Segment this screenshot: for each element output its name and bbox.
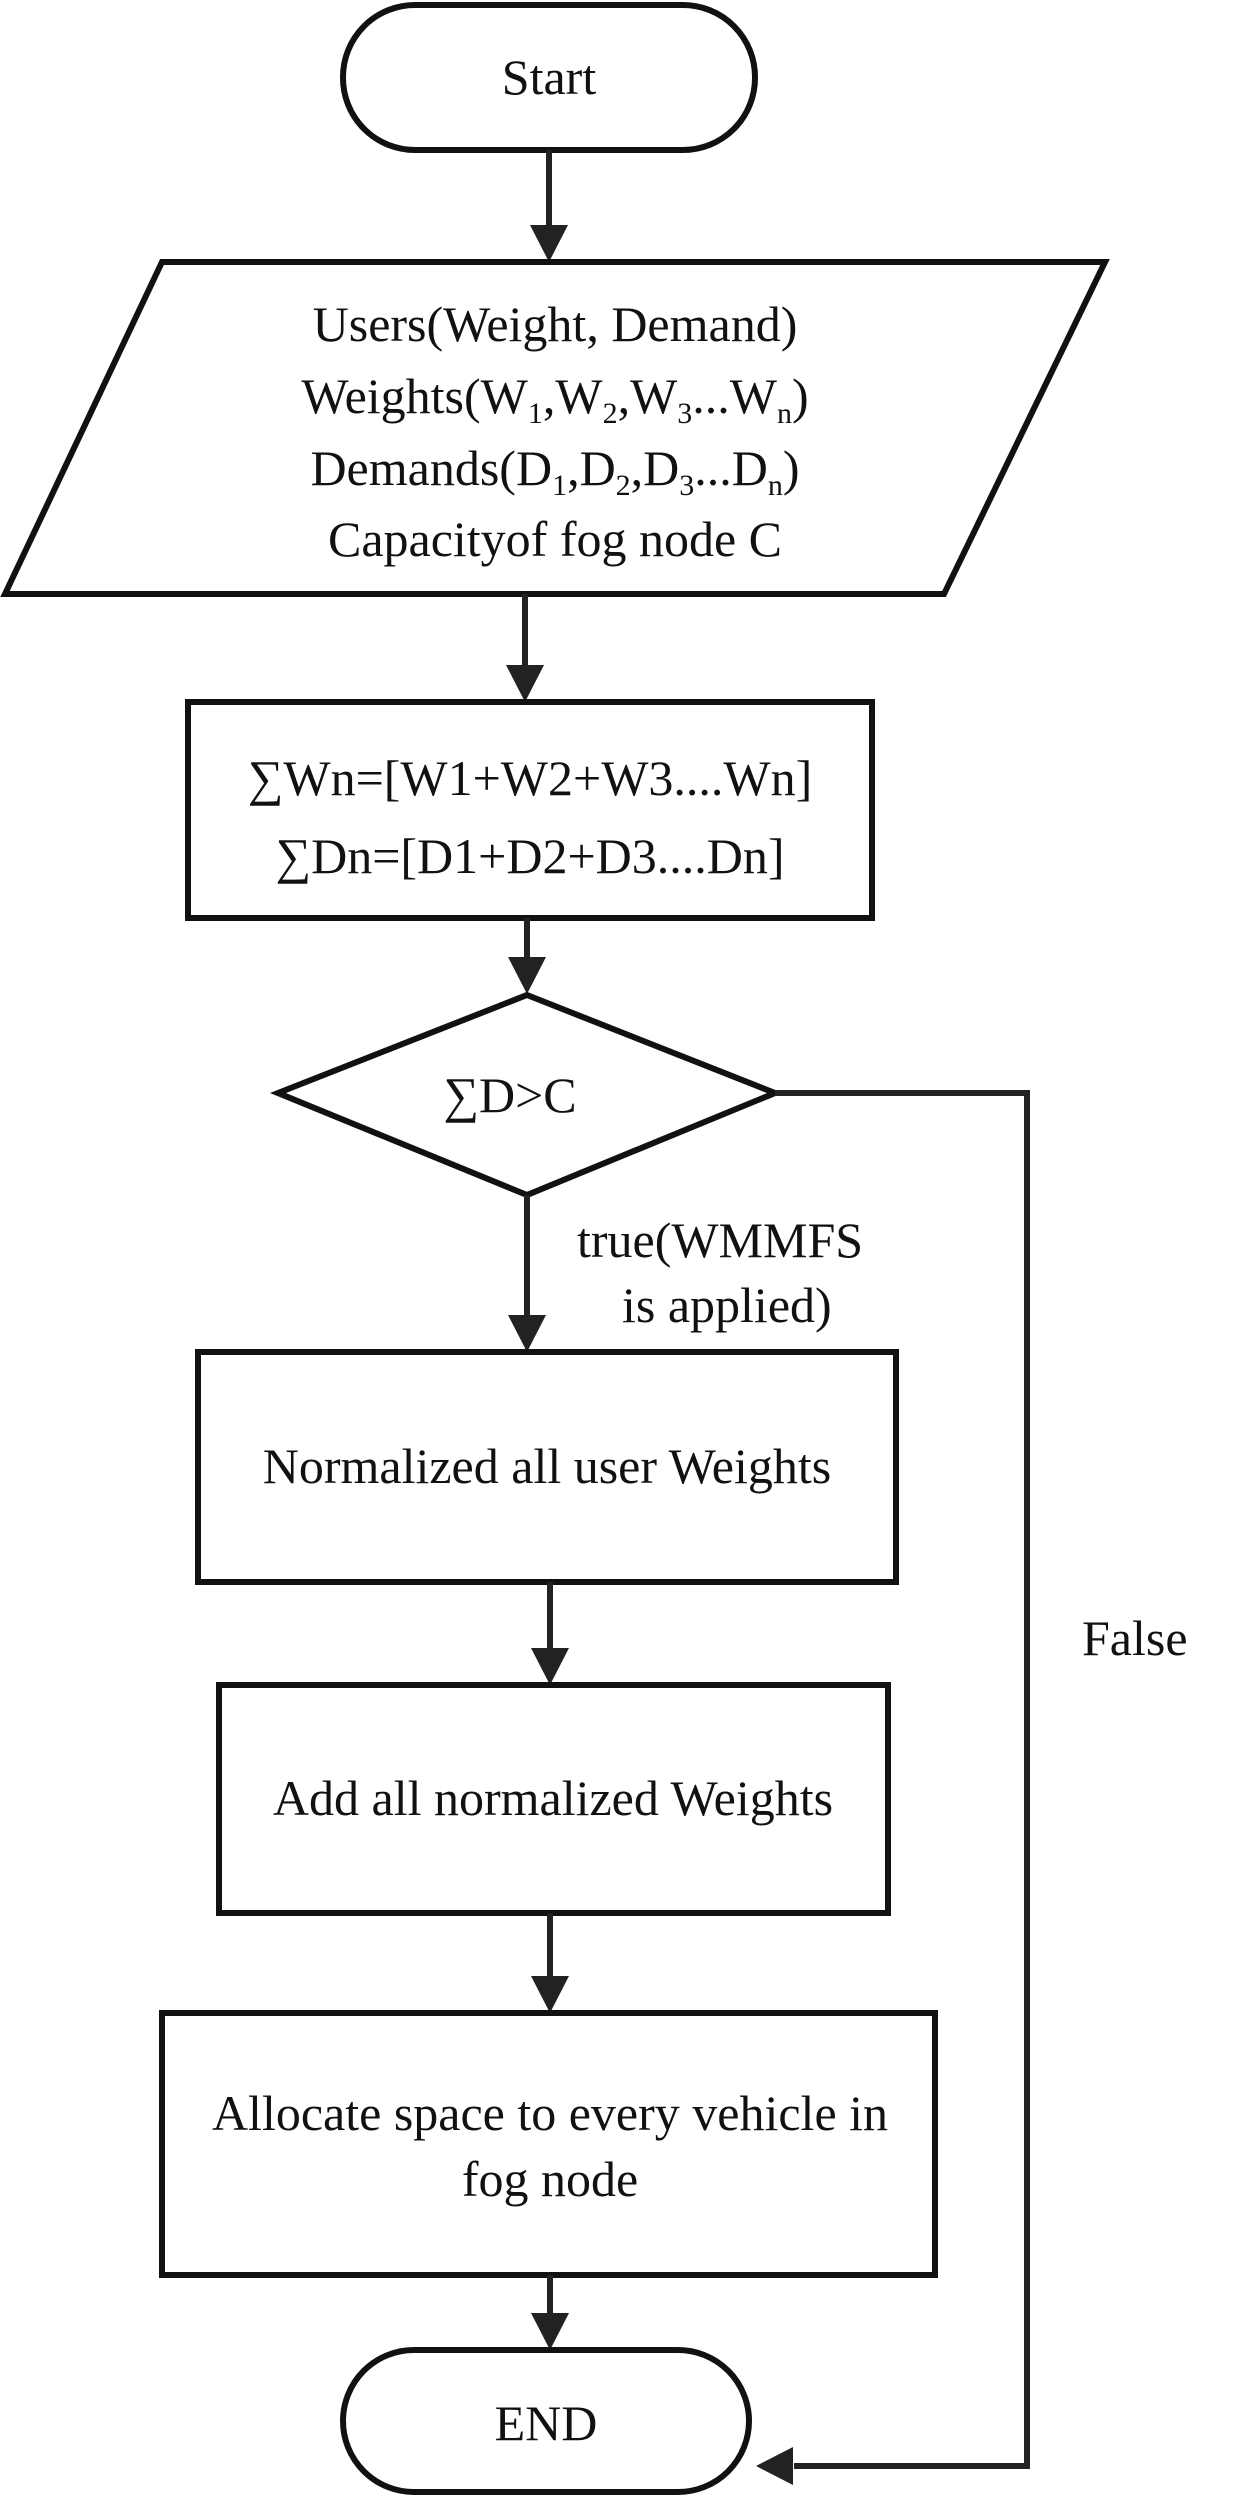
end-label: END	[495, 2395, 598, 2451]
connector-decision-normalize	[508, 1195, 546, 1352]
demands-term-4-subscript: n	[768, 469, 783, 502]
end-terminal: END	[340, 2347, 752, 2495]
weights-term-3: W	[630, 368, 678, 424]
demands-separator-3: ...	[694, 440, 732, 496]
weights-term-4: W	[730, 368, 778, 424]
connector-add-allocate	[531, 1913, 569, 2013]
weights-term-4-subscript: n	[777, 397, 792, 430]
demands-term-4: D	[732, 440, 768, 496]
sum-demands-formula: ∑Dn=[D1+D2+D3....Dn]	[275, 828, 784, 884]
weights-term-1: W	[481, 368, 529, 424]
allocate-label-2: fog node	[462, 2151, 638, 2207]
demands-separator-2: ,	[631, 440, 644, 496]
input-line-1: Users(Weight, Demand)	[313, 296, 798, 352]
connector-input-sum	[506, 594, 544, 702]
weights-term-2-subscript: 2	[603, 397, 618, 430]
add-weights-label: Add all normalized Weights	[273, 1770, 833, 1826]
demands-separator-4: )	[783, 440, 800, 496]
weights-separator-3: ...	[692, 368, 730, 424]
start-label: Start	[502, 49, 597, 105]
true-branch-label-1: true(WMMFS	[577, 1212, 863, 1268]
connector-allocate-end	[531, 2275, 569, 2350]
add-weights-box: Add all normalized Weights	[216, 1682, 891, 1916]
connector-false-branch	[756, 1090, 1030, 2485]
weights-term-3-subscript: 3	[677, 397, 692, 430]
demands-term-1-subscript: 1	[552, 469, 567, 502]
allocate-label-1: Allocate space to every vehicle in	[212, 2085, 888, 2141]
weights-prefix: Weights(	[301, 368, 480, 424]
weights-term-2: W	[555, 368, 603, 424]
input-line-2: Weights(W1,W2,W3...Wn)	[301, 368, 808, 430]
demands-term-3-subscript: 3	[679, 469, 694, 502]
sum-weights-formula: ∑Wn=[W1+W2+W3....Wn]	[248, 750, 813, 806]
allocate-box: Allocate space to every vehicle in fog n…	[159, 2010, 938, 2278]
false-branch-label: False	[1082, 1610, 1188, 1666]
weights-separator-4: )	[792, 368, 809, 424]
demands-term-3: D	[643, 440, 679, 496]
normalize-box: Normalized all user Weights	[195, 1349, 899, 1585]
normalize-label: Normalized all user Weights	[263, 1438, 832, 1494]
demands-term-2-subscript: 2	[616, 469, 631, 502]
weights-separator-1: ,	[543, 368, 556, 424]
demands-prefix: Demands(	[310, 440, 516, 496]
connector-sum-decision	[508, 918, 546, 994]
input-parallelogram: Users(Weight, Demand) Weights(W1,W2,W3..…	[0, 259, 1110, 597]
connector-start-input	[530, 150, 568, 262]
weights-term-1-subscript: 1	[528, 397, 543, 430]
sum-process-box: ∑Wn=[W1+W2+W3....Wn] ∑Dn=[D1+D2+D3....Dn…	[185, 699, 875, 921]
true-branch-label-2: is applied)	[622, 1277, 832, 1333]
demands-separator-1: ,	[567, 440, 580, 496]
input-line-3: Demands(D1,D2,D3...Dn)	[310, 440, 799, 502]
connector-normalize-add	[531, 1582, 569, 1685]
weights-separator-2: ,	[618, 368, 631, 424]
start-terminal: Start	[340, 2, 758, 153]
demands-term-1: D	[516, 440, 552, 496]
decision-diamond: ∑D>C	[269, 991, 784, 1199]
decision-label: ∑D>C	[443, 1067, 576, 1123]
input-line-4: Capacityof fog node C	[328, 511, 782, 567]
demands-term-2: D	[580, 440, 616, 496]
